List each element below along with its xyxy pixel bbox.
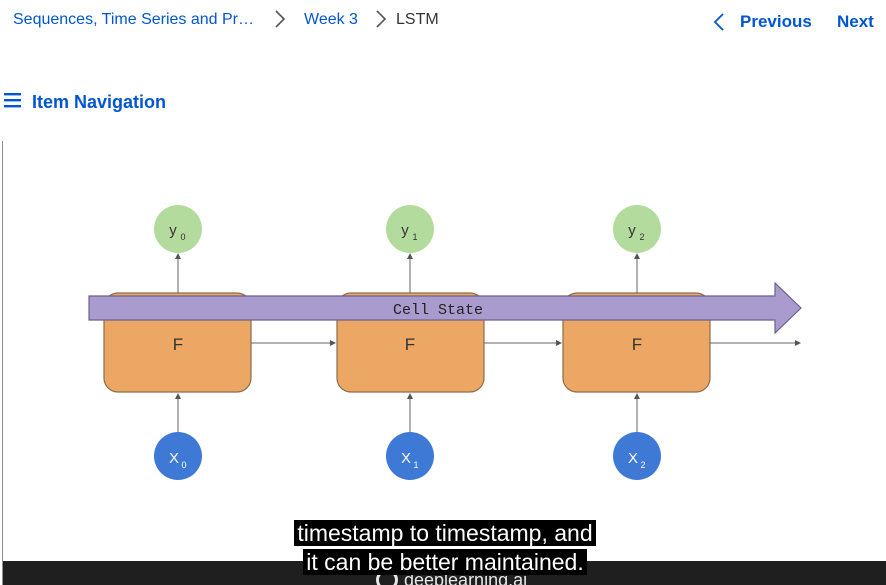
breadcrumb-current: LSTM bbox=[396, 11, 439, 28]
svg-text:y: y bbox=[628, 222, 636, 239]
video-player[interactable]: F F F Cell State y 0 bbox=[2, 141, 886, 585]
video-caption: timestamp to timestamp, and it can be be… bbox=[3, 519, 886, 577]
output-node-2: y 2 bbox=[613, 205, 661, 253]
input-node-2: X 2 bbox=[613, 432, 661, 480]
item-navigation-label: Item Navigation bbox=[32, 91, 167, 112]
cell-state-label: Cell State bbox=[393, 302, 483, 319]
svg-text:0: 0 bbox=[181, 460, 186, 470]
svg-text:X: X bbox=[401, 450, 411, 467]
svg-text:2: 2 bbox=[640, 460, 645, 470]
input-node-0: X 0 bbox=[154, 432, 202, 480]
cell-state-arrow: Cell State bbox=[88, 281, 802, 335]
item-navigation-toggle[interactable]: Item Navigation bbox=[4, 88, 166, 116]
breadcrumb: Sequences, Time Series and Pr… Week 3 LS… bbox=[0, 0, 886, 44]
svg-text:1: 1 bbox=[412, 232, 417, 242]
output-node-0: y 0 bbox=[154, 205, 202, 253]
chevron-left-icon[interactable] bbox=[710, 10, 728, 34]
svg-text:X: X bbox=[628, 450, 638, 467]
chevron-right-icon bbox=[271, 8, 289, 30]
svg-text:y: y bbox=[169, 222, 177, 239]
caption-line-2: it can be better maintained. bbox=[303, 549, 587, 575]
svg-text:0: 0 bbox=[180, 232, 185, 242]
previous-button[interactable]: Previous bbox=[740, 12, 812, 31]
breadcrumb-course-link[interactable]: Sequences, Time Series and Pr… bbox=[13, 11, 255, 28]
lstm-diagram: F F F Cell State y 0 bbox=[88, 205, 802, 480]
input-node-1: X 1 bbox=[386, 432, 434, 480]
hamburger-menu-icon bbox=[4, 92, 22, 113]
svg-text:1: 1 bbox=[413, 460, 418, 470]
cell-label: F bbox=[632, 335, 642, 354]
cell-label: F bbox=[173, 335, 183, 354]
svg-text:2: 2 bbox=[639, 232, 644, 242]
caption-line-1: timestamp to timestamp, and bbox=[294, 520, 596, 546]
svg-text:X: X bbox=[169, 450, 179, 467]
cell-label: F bbox=[405, 335, 415, 354]
breadcrumb-week-link[interactable]: Week 3 bbox=[304, 11, 358, 28]
svg-text:y: y bbox=[401, 222, 409, 239]
output-node-1: y 1 bbox=[386, 205, 434, 253]
next-button[interactable]: Next bbox=[837, 12, 874, 31]
chevron-right-icon bbox=[372, 8, 390, 30]
